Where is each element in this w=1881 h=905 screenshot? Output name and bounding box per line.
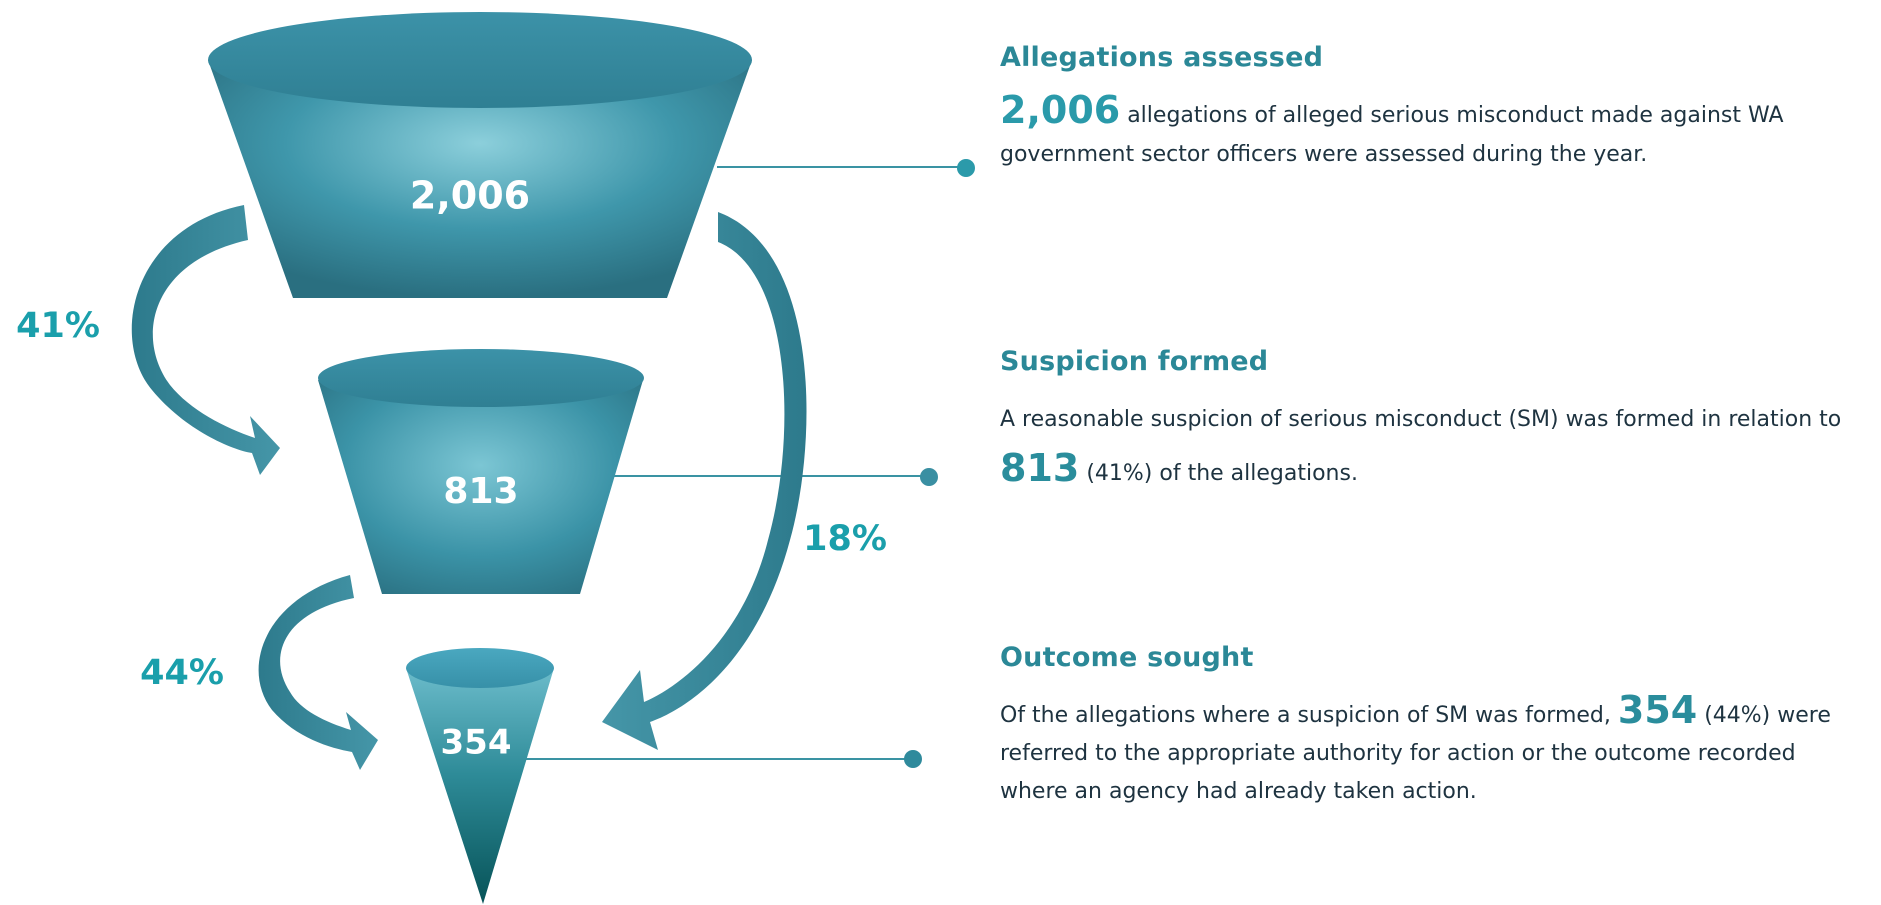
stage-3-description: Outcome sought Of the allegations where … <box>1000 642 1860 811</box>
stage-1-value: 2,006 <box>410 174 530 218</box>
stage-2-value: 813 <box>443 471 518 512</box>
stage-1-text: 2,006 allegations of alleged serious mis… <box>1000 91 1860 174</box>
funnel-stage-1: 2,006 <box>208 12 752 298</box>
stage-2-text-before: A reasonable suspicion of serious miscon… <box>1000 407 1842 432</box>
stage-3-value: 354 <box>441 723 512 763</box>
stage-3-text: Of the allegations where a suspicion of … <box>1000 691 1860 811</box>
stage-3-text-after: (44%) were referred to the appropriate a… <box>1000 703 1831 804</box>
stage-1-highlight: 2,006 <box>1000 88 1121 132</box>
connector-1 <box>717 159 975 177</box>
arrow-18-percent <box>602 212 807 750</box>
stage-2-heading: Suspicion formed <box>1000 346 1269 377</box>
funnel-stage-2: 813 <box>318 349 644 594</box>
percent-label-44: 44% <box>140 653 224 693</box>
stage-2-highlight: 813 <box>1000 446 1080 490</box>
stage-1-description: Allegations assessed 2,006 allegations o… <box>1000 42 1860 174</box>
stage-1-heading: Allegations assessed <box>1000 42 1324 73</box>
funnel-stage-3: 354 <box>406 648 554 904</box>
stage-3-highlight: 354 <box>1617 688 1698 732</box>
stage-2-description: Suspicion formed A reasonable suspicion … <box>1000 346 1860 498</box>
stage-3-heading: Outcome sought <box>1000 642 1254 673</box>
arrow-41-percent <box>131 205 280 475</box>
stage-2-text: A reasonable suspicion of serious miscon… <box>1000 395 1860 498</box>
arrow-44-percent <box>258 575 378 770</box>
connector-2 <box>613 468 938 486</box>
stage-1-text-after: allegations of alleged serious misconduc… <box>1000 103 1784 167</box>
stage-3-text-before: Of the allegations where a suspicion of … <box>1000 703 1618 728</box>
percent-label-41: 41% <box>16 306 100 346</box>
stage-2-text-after: (41%) of the allegations. <box>1079 461 1358 486</box>
connector-3 <box>525 750 922 768</box>
percent-label-18: 18% <box>803 519 887 559</box>
